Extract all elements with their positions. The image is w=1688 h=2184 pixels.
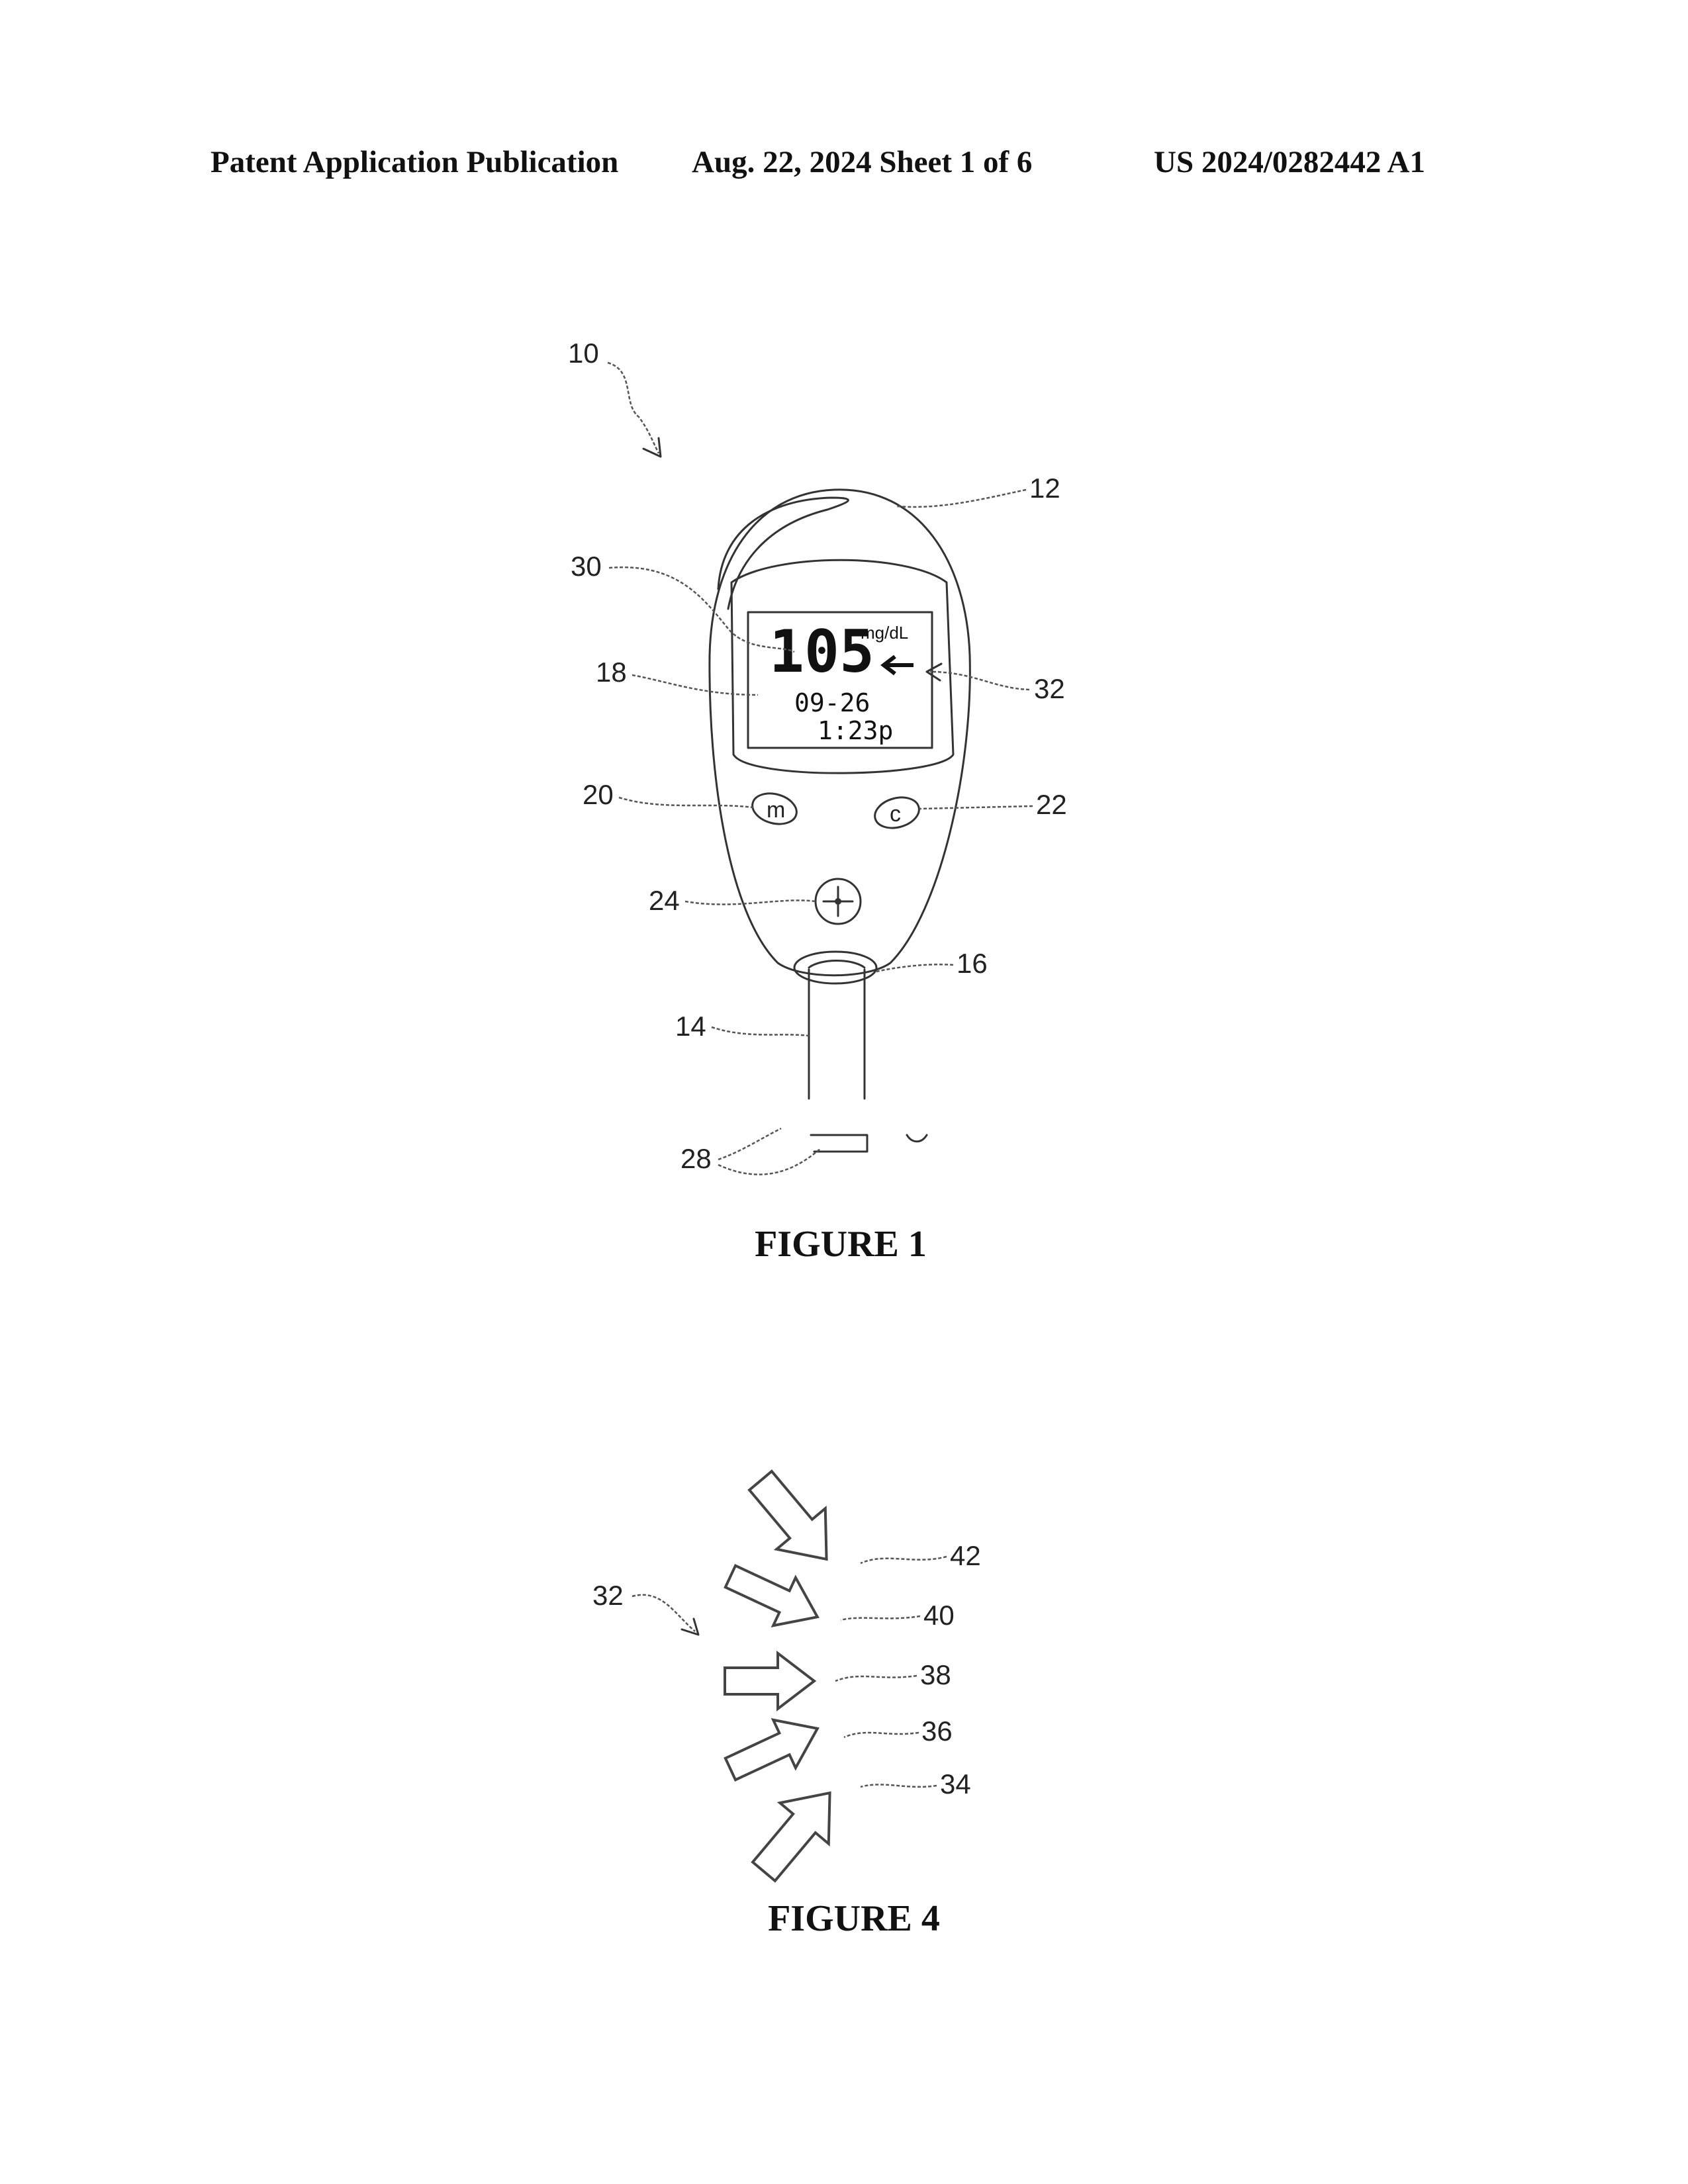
ref-18: 18 xyxy=(596,657,627,688)
ref-36: 36 xyxy=(921,1715,953,1747)
ref-24: 24 xyxy=(649,885,680,916)
ref-12: 12 xyxy=(1029,473,1060,504)
ref-42: 42 xyxy=(950,1540,981,1571)
ref-32: 32 xyxy=(1034,673,1065,704)
arrow-36-falling-icon xyxy=(720,1705,829,1794)
ref-38: 38 xyxy=(920,1659,951,1690)
crosshair-center xyxy=(835,898,841,905)
reading-time: 1:23p xyxy=(818,716,893,745)
m-button-label: m xyxy=(767,797,785,823)
arrow-38-steady-icon xyxy=(725,1653,814,1709)
ref-40: 40 xyxy=(923,1600,955,1631)
ref-16: 16 xyxy=(957,948,988,979)
leader-34 xyxy=(861,1784,937,1787)
figure-4-caption: FIGURE 4 xyxy=(768,1897,940,1940)
leader-28b xyxy=(718,1148,821,1175)
test-strip xyxy=(809,970,865,1099)
arrow-40-rising-icon xyxy=(720,1553,829,1641)
trend-arrow-icon xyxy=(884,657,914,674)
c-button-label: c xyxy=(890,801,901,827)
leader-40 xyxy=(841,1616,920,1620)
body-rim xyxy=(718,498,848,609)
ref-22: 22 xyxy=(1036,789,1067,820)
leader-32-fig4 xyxy=(632,1595,695,1631)
arrowhead-10 xyxy=(643,438,661,457)
ref-32-fig4: 32 xyxy=(592,1580,624,1611)
strip-end xyxy=(811,1135,867,1152)
leader-18 xyxy=(632,675,758,695)
figure-1-caption: FIGURE 1 xyxy=(755,1223,927,1265)
figure-1-device: 10 105 mg/dL 09-26 1:23p m c 12 xyxy=(568,338,1067,1175)
ref-10: 10 xyxy=(568,338,599,369)
leader-12 xyxy=(897,490,1026,507)
ref-30: 30 xyxy=(571,551,602,582)
leader-36 xyxy=(844,1733,919,1737)
glucose-unit: mg/dL xyxy=(861,623,908,643)
figure-4-trend-arrows: 32 42 40 38 36 34 xyxy=(592,1460,981,1891)
leader-24 xyxy=(685,900,816,904)
leader-32 xyxy=(930,672,1029,690)
glucose-reading: 105 xyxy=(769,617,874,686)
leader-14 xyxy=(712,1027,809,1036)
arrow-42-rising-rapidly-icon xyxy=(736,1460,851,1579)
ref-14: 14 xyxy=(675,1011,706,1042)
ref-20: 20 xyxy=(583,779,614,810)
ref-28: 28 xyxy=(680,1143,712,1174)
leader-22 xyxy=(920,806,1033,809)
strip-fragment xyxy=(907,1135,927,1142)
reading-date: 09-26 xyxy=(794,688,870,717)
leader-10 xyxy=(608,363,659,453)
leader-30 xyxy=(609,567,794,652)
leader-20 xyxy=(619,797,753,807)
ref-34: 34 xyxy=(940,1768,971,1799)
arrow-34-falling-rapidly-icon xyxy=(739,1772,854,1891)
leader-28a xyxy=(718,1128,781,1160)
leader-38 xyxy=(835,1676,917,1681)
leader-42 xyxy=(861,1557,947,1563)
strip-top xyxy=(809,961,865,968)
